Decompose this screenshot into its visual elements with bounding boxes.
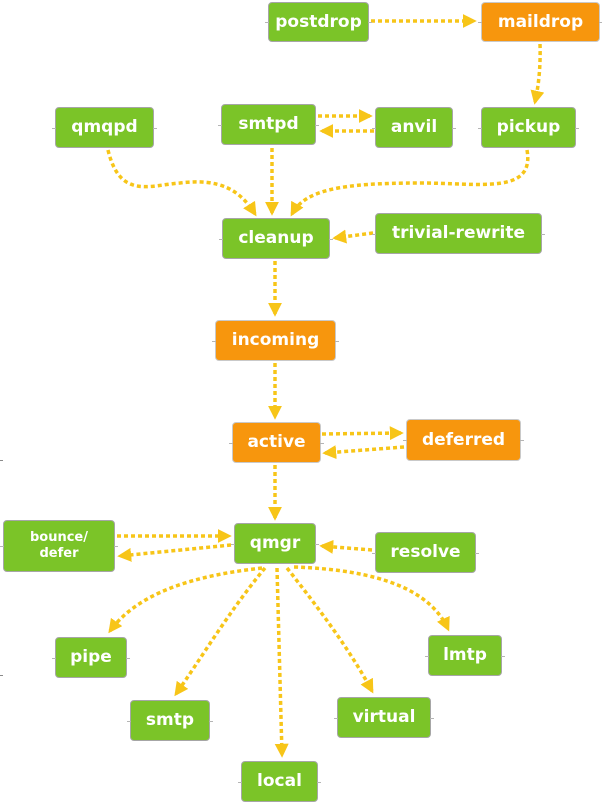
edge-qmgr-to-smtp [174,566,267,697]
edge-resolve-to-qmgr [319,539,373,554]
node-label: qmqpd [71,117,138,138]
node-maildrop[interactable]: maildrop [478,2,602,42]
node-label-line: defer [39,546,79,561]
node-label: pickup [496,117,561,138]
node-label: active [247,432,306,453]
edge-tick [0,460,3,461]
node-label: smtpd [238,114,299,135]
node-label: incoming [231,330,320,351]
edge-qmgr-to-lmtp [293,565,450,632]
node-virtual[interactable]: virtual [334,697,434,738]
node-anvil[interactable]: anvil [372,107,456,148]
edge-qmgr-to-virtual [285,566,374,694]
node-smtpd[interactable]: smtpd [218,104,319,145]
node-label: virtual [352,707,416,728]
node-label: local [257,771,302,792]
node-active[interactable]: active [229,422,324,463]
node-qmqpd[interactable]: qmqpd [52,107,157,148]
edge-active-to-deferred [321,426,404,441]
node-postdrop[interactable]: postdrop [265,2,372,42]
node-resolve[interactable]: resolve [372,532,479,573]
node-label: resolve [390,542,461,563]
node-label: cleanup [238,228,314,249]
node-label: trivial-rewrite [391,223,526,244]
node-label-lines: bounce/ defer [30,530,88,561]
node-label: anvil [390,117,438,138]
node-pipe[interactable]: pipe [52,637,130,678]
node-label: lmtp [443,645,487,666]
node-label: pipe [70,647,112,668]
node-cleanup[interactable]: cleanup [219,218,333,259]
edge-qmgr-to-local [274,567,289,758]
node-bounce-defer[interactable]: bounce/ defer [0,520,118,572]
edge-maildrop-to-pickup [530,43,545,105]
node-label: smtp [145,710,195,731]
edge-pickup-to-cleanup [290,149,530,217]
edge-qmqpd-to-cleanup [106,149,257,217]
node-label: qmgr [249,533,301,554]
node-label: postdrop [275,11,362,32]
node-label: maildrop [497,11,584,32]
edge-deferred-to-active [322,445,405,460]
edge-tick [0,675,3,676]
edge-trivial-rewrite-to-cleanup [332,229,374,244]
edge-qmgr-to-bounce [117,543,232,562]
node-smtp[interactable]: smtp [127,700,213,741]
node-deferred[interactable]: deferred [403,419,524,461]
node-local[interactable]: local [238,761,321,802]
node-label: deferred [421,429,506,450]
node-trivial-rewrite[interactable]: trivial-rewrite [372,213,545,254]
node-lmtp[interactable]: lmtp [425,635,505,676]
node-qmgr[interactable]: qmgr [231,523,319,564]
node-incoming[interactable]: incoming [212,320,339,361]
node-pickup[interactable]: pickup [478,107,579,148]
node-label-line: bounce/ [29,530,89,546]
edge-qmgr-to-pipe [108,566,263,634]
